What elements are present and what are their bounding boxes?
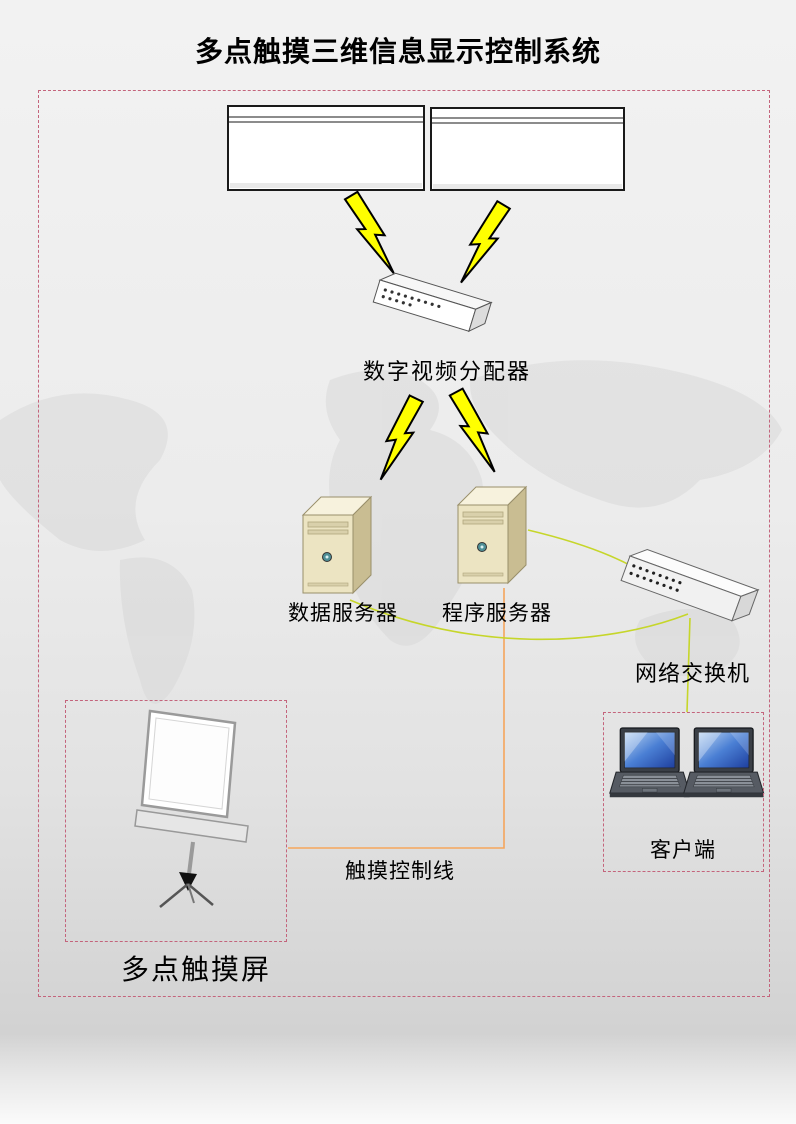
monitor-left xyxy=(227,105,425,191)
data-server-device xyxy=(302,496,372,594)
lightning-bolt-monitor-left xyxy=(342,186,396,282)
app-server-device xyxy=(457,486,527,584)
client-laptop-1 xyxy=(609,727,691,798)
lightning-bolt-monitor-right xyxy=(459,196,512,291)
lan-line-switch-client xyxy=(686,617,691,713)
lan-line-dataserver-switch xyxy=(349,599,689,641)
label-network-switch: 网络交换机 xyxy=(634,662,750,687)
label-video-distributor: 数字视频分配器 xyxy=(362,360,531,385)
network-switch-device xyxy=(620,548,760,622)
client-laptop-2 xyxy=(683,727,765,798)
monitor-right xyxy=(430,107,625,191)
video-distributor-device xyxy=(372,272,493,333)
world-map-watermark xyxy=(0,360,782,704)
label-data-server: 数据服务器 xyxy=(288,601,398,625)
projection-screen xyxy=(134,709,249,908)
page-title: 多点触摸三维信息显示控制系统 xyxy=(194,35,601,68)
label-app-server: 程序服务器 xyxy=(442,601,552,625)
label-client: 客户端 xyxy=(650,838,716,862)
label-touch-screen: 多点触摸屏 xyxy=(120,953,271,986)
label-touch-control-line: 触摸控制线 xyxy=(345,859,455,883)
touch-control-line xyxy=(288,588,505,849)
